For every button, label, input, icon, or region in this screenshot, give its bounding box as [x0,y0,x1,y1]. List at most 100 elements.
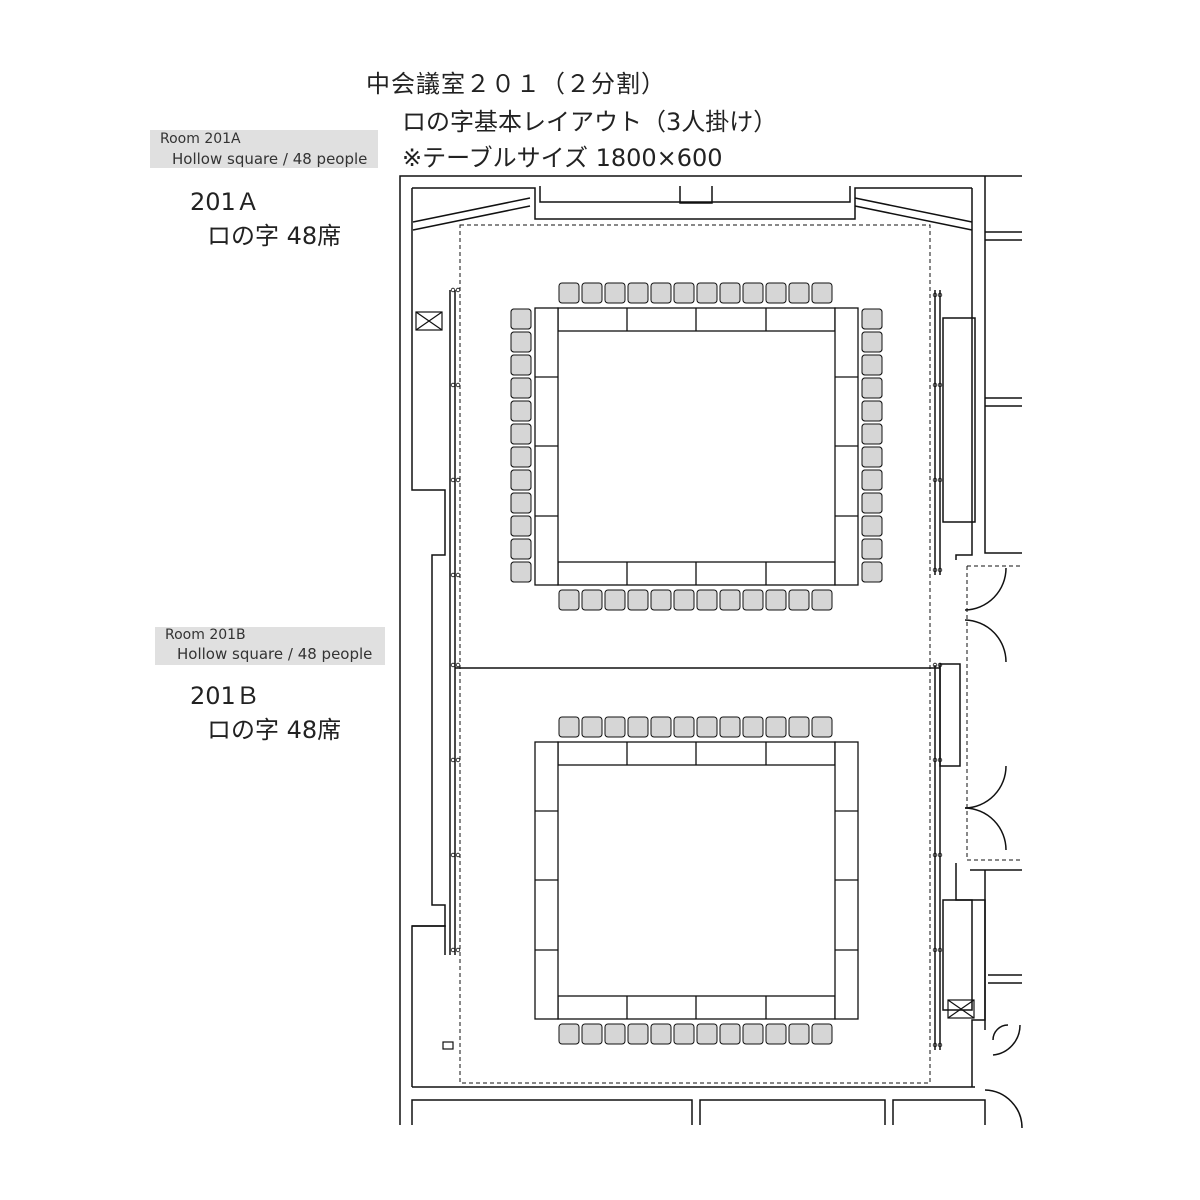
room-201b-chair-left-10 [510,538,532,560]
room-201b-chair-bottom-5 [673,1023,695,1045]
right-side-partitions [985,231,1022,407]
marker-right-a-2 [932,477,938,483]
marker-left-a-3 [450,572,456,578]
partition-markers [450,287,943,1048]
room-201b-chair-left-6 [510,446,532,468]
room-201b-chair-right-7 [861,469,883,491]
marker-left-b-3 [455,572,461,578]
equipment-box-lower-x [947,999,975,1019]
marker-left-a-1 [450,382,456,388]
room-201a-chair-bottom-7 [719,589,741,611]
marker-right-b-5 [937,757,943,763]
room-201b-chair-left-8 [510,492,532,514]
marker-right-b-7 [937,947,943,953]
marker-left-b-1 [455,382,461,388]
room-201b-chair-left-4 [510,400,532,422]
equipment-box-upper-x [415,311,443,331]
room-201b-chair-bottom-6 [696,1023,718,1045]
room-201b-desc: ロの字 48席 [207,716,342,744]
room-201b-chair-bottom-3 [627,1023,649,1045]
equipment-box-lower [947,999,975,1019]
marker-right-b-1 [937,382,943,388]
room-201a-badge-desc: Hollow square / 48 people [172,150,368,168]
marker-right-b-8 [937,1042,943,1048]
inner-wall-right-upper [955,188,973,560]
room-201a-chair-bottom-6 [696,589,718,611]
room-201b-chair-bottom-8 [742,1023,764,1045]
room-201b-chair-bottom-4 [650,1023,672,1045]
room-201a-chair-top-11 [811,282,833,304]
room-201b-chair-top-9 [765,716,787,738]
room-201a-chair-bottom-9 [765,589,787,611]
outer-wall-right-lower [970,869,1022,1030]
room-201a-badge: Room 201A Hollow square / 48 people [150,130,378,168]
equipment-boxes [415,311,975,1050]
room-201b-chair-left-7 [510,469,532,491]
door-swing-2 [964,567,1007,611]
room-201a-chair-bottom-5 [673,589,695,611]
outer-wall-top-left [399,175,1022,1125]
room-201a-chair-top-3 [627,282,649,304]
room-201b-chair-top-8 [742,716,764,738]
outer-wall-right-upper [984,176,1022,554]
room-201b-chair-right-4 [861,400,883,422]
outer-wall-bottom-middle [699,1099,886,1125]
right-side-partitions-lower [988,974,1022,984]
room-201a-chair-bottom-11 [811,589,833,611]
outer-wall-bottom-left [411,1099,693,1125]
room-201b-layout [510,308,883,1045]
marker-left-a-5 [450,757,456,763]
room-201b-badge-name: Room 201B [165,627,246,643]
stage-notch [679,186,713,204]
room-201b-badge: Room 201B Hollow square / 48 people [155,627,385,665]
marker-left-b-5 [455,757,461,763]
angled-wall-right [854,197,973,231]
door-swing-4 [964,765,1007,809]
room-201b-chair-bottom-7 [719,1023,741,1045]
room-201a-chair-top-10 [788,282,810,304]
room-201b-chair-left-11 [510,561,532,583]
room-201b-chair-left-2 [510,354,532,376]
marker-right-a-0 [932,292,938,298]
room-201b-chair-bottom-0 [558,1023,580,1045]
inner-wall-top [412,187,972,220]
door-swing-3 [964,807,1007,851]
angled-wall-left [412,197,531,231]
room-201b-chair-top-0 [558,716,580,738]
marker-right-b-2 [937,477,943,483]
room-201b-chair-bottom-2 [604,1023,626,1045]
inner-wall-left-jog [412,925,446,927]
marker-left-a-6 [450,852,456,858]
room-201b-chair-top-4 [650,716,672,738]
room-201b-chair-right-5 [861,423,883,445]
small-fixture [442,1041,454,1050]
room-201a-chair-bottom-1 [581,589,603,611]
walls [399,175,1022,1125]
doors [964,567,1023,1129]
room-201b-chair-right-9 [861,515,883,537]
room-201b-chair-top-7 [719,716,741,738]
marker-left-b-2 [455,477,461,483]
corridor-outline [966,565,1022,861]
room-201a-chair-bottom-10 [788,589,810,611]
room-201a-chair-top-6 [696,282,718,304]
room-201b-chair-top-1 [581,716,603,738]
room-201b-chair-right-10 [861,538,883,560]
marker-right-b-3 [937,567,943,573]
door-swing-1 [964,619,1007,663]
marker-left-b-6 [455,852,461,858]
marker-right-a-4 [932,662,938,668]
room-201a-badge-name: Room 201A [160,131,241,147]
right-storage-upper [942,317,976,523]
room-201a-chair-top-8 [742,282,764,304]
marker-right-a-5 [932,757,938,763]
marker-right-a-6 [932,852,938,858]
partition-track-left [449,290,456,955]
room-201b-chair-bottom-1 [581,1023,603,1045]
room-201b-chair-left-1 [510,331,532,353]
room-201b-chair-top-3 [627,716,649,738]
room-201a-desc: ロの字 48席 [207,222,342,250]
room-201a-chair-top-9 [765,282,787,304]
marker-right-b-6 [937,852,943,858]
